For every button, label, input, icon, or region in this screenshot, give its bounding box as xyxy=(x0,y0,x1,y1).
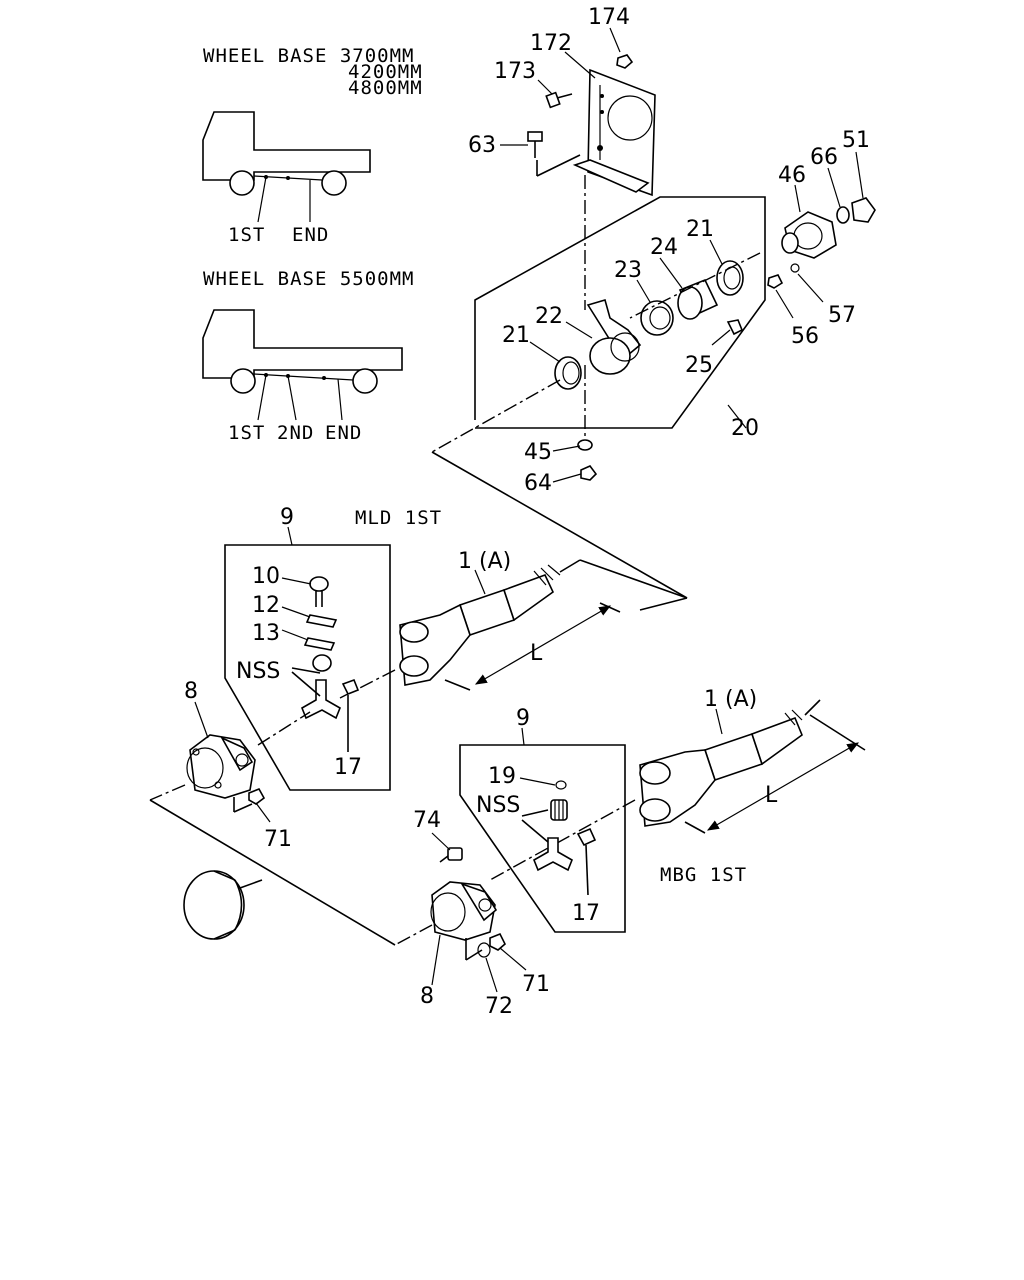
callout-174: 174 xyxy=(588,5,630,30)
callout-12: 12 xyxy=(252,593,280,618)
strap-13 xyxy=(303,637,336,651)
nut-56 xyxy=(767,274,784,289)
callout-21-right: 21 xyxy=(686,217,714,242)
washer-66 xyxy=(836,206,850,224)
callout-nss-upper: NSS xyxy=(236,659,280,684)
callout-8-upper: 8 xyxy=(184,679,198,704)
length-label-lower: L xyxy=(765,783,778,808)
snap-ring-19 xyxy=(555,780,567,790)
callout-9-lower: 9 xyxy=(516,706,530,731)
wheelbase-heading-1-line-2: 4200MM xyxy=(348,61,423,83)
callout-labels: 174 172 173 63 51 66 46 21 24 23 22 21 2… xyxy=(184,5,870,1019)
callout-17-upper: 17 xyxy=(334,755,362,780)
leader-lines xyxy=(194,27,864,993)
callout-74: 74 xyxy=(413,808,441,833)
bearing-housing-22 xyxy=(586,299,642,375)
bearing-cup-nss xyxy=(312,654,332,672)
grease-nipple-17 xyxy=(341,678,360,696)
washer-57 xyxy=(790,263,800,273)
callout-17-lower: 17 xyxy=(572,901,600,926)
callout-51: 51 xyxy=(842,128,870,153)
callout-71-lower: 71 xyxy=(522,972,550,997)
nut-64 xyxy=(580,465,598,481)
washer-72 xyxy=(477,942,491,958)
bearing-cup-nss xyxy=(550,799,568,821)
callout-nss-lower: NSS xyxy=(476,793,520,818)
wheelbase-heading-1-line-3: 4800MM xyxy=(348,77,423,99)
propeller-shaft-lower xyxy=(489,699,866,881)
callout-20: 20 xyxy=(731,416,759,441)
callout-8-lower: 8 xyxy=(420,984,434,1009)
transmission-drum xyxy=(183,870,263,940)
callout-9-upper: 9 xyxy=(280,505,294,530)
callout-66: 66 xyxy=(810,145,838,170)
callout-172: 172 xyxy=(530,31,572,56)
callout-57: 57 xyxy=(828,303,856,328)
grease-nipple-17 xyxy=(576,827,597,847)
section-label-mbg: MBG 1ST xyxy=(660,864,747,886)
callout-71-upper: 71 xyxy=(264,827,292,852)
universal-joint-kit-9-upper xyxy=(224,544,391,791)
seal-21-right xyxy=(716,260,744,296)
wheelbase-legend-1: WHEEL BASE 3700MM 4200MM 4800MM 1ST END xyxy=(202,45,423,246)
shaft-position-1st: 1ST xyxy=(228,422,265,444)
callout-64: 64 xyxy=(524,471,552,496)
shaft-position-end: END xyxy=(325,422,362,444)
shaft-position-2nd: 2ND xyxy=(277,422,314,444)
callout-19: 19 xyxy=(488,764,516,789)
spider-cross xyxy=(532,837,574,872)
callout-56: 56 xyxy=(791,324,819,349)
propeller-shaft-upper xyxy=(339,559,688,699)
callout-173: 173 xyxy=(494,59,536,84)
callout-10: 10 xyxy=(252,564,280,589)
sleeve-24 xyxy=(677,278,719,320)
bearing-23 xyxy=(640,300,674,336)
callout-22: 22 xyxy=(535,304,563,329)
length-label-upper: L xyxy=(530,641,543,666)
truck-silhouette-icon xyxy=(202,309,403,421)
bolt-74 xyxy=(439,847,463,863)
nut-51 xyxy=(851,197,876,223)
callout-25: 25 xyxy=(685,353,713,378)
callout-23: 23 xyxy=(614,258,642,283)
callout-1a-upper: 1 (A) xyxy=(458,549,511,574)
callout-21-left: 21 xyxy=(502,323,530,348)
wheelbase-heading-1: WHEEL BASE 3700MM xyxy=(203,45,414,67)
seal-21-left xyxy=(554,356,582,390)
callout-13: 13 xyxy=(252,621,280,646)
shaft-position-1st: 1ST xyxy=(228,224,265,246)
flange-yoke-8-upper xyxy=(149,711,311,813)
lock-plate-12 xyxy=(305,614,338,628)
bolt-63 xyxy=(527,131,543,158)
washer-45 xyxy=(577,439,593,451)
bolt-173 xyxy=(545,91,573,109)
shaft-position-end: END xyxy=(292,224,329,246)
flange-46 xyxy=(781,211,837,259)
truck-silhouette-icon xyxy=(202,111,371,223)
callout-72: 72 xyxy=(485,994,513,1019)
wheelbase-legend-2: WHEEL BASE 5500MM 1ST 2ND END xyxy=(202,268,414,444)
spider-cross xyxy=(300,679,342,720)
nut-71-lower xyxy=(489,932,506,951)
nut-174 xyxy=(616,54,634,69)
callout-45: 45 xyxy=(524,440,552,465)
callout-1a-lower: 1 (A) xyxy=(704,687,757,712)
flange-yoke-8-lower xyxy=(394,881,498,961)
group-outline-20 xyxy=(474,196,766,429)
wheelbase-heading-2: WHEEL BASE 5500MM xyxy=(203,268,414,290)
callout-46: 46 xyxy=(778,163,806,188)
section-label-mld: MLD 1ST xyxy=(355,507,442,529)
callout-63: 63 xyxy=(468,133,496,158)
bracket-172 xyxy=(572,68,656,197)
callout-24: 24 xyxy=(650,235,678,260)
nut-71-upper xyxy=(248,787,266,805)
universal-joint-kit-9-lower xyxy=(459,744,626,933)
center-bearing-group xyxy=(431,54,876,611)
grease-nipple-25 xyxy=(726,319,744,336)
bolt-10 xyxy=(309,576,329,607)
